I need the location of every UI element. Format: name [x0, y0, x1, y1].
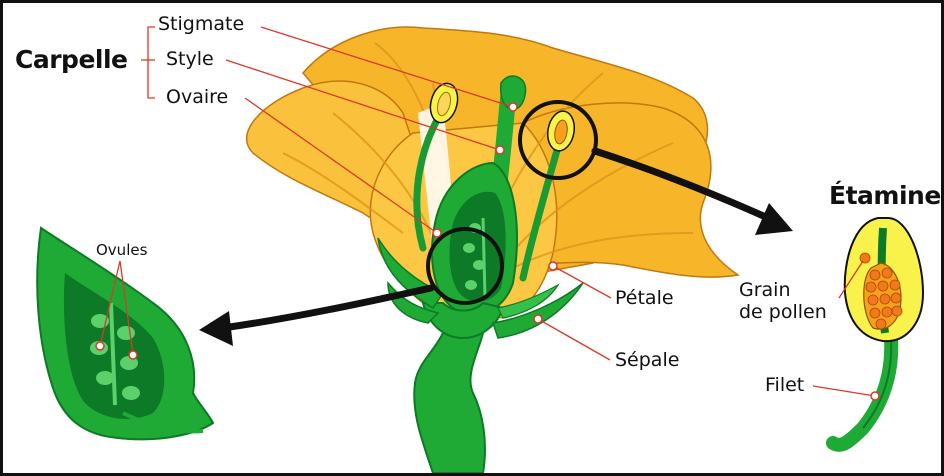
label-etamine: Étamine: [829, 183, 941, 208]
flower-diagram: [3, 3, 944, 476]
label-carpelle: Carpelle: [15, 47, 128, 72]
stamen-detail: [833, 218, 923, 445]
label-filet: Filet: [765, 376, 804, 395]
label-petale: Pétale: [615, 289, 674, 308]
stem: [414, 333, 485, 473]
label-stigmate: Stigmate: [158, 15, 244, 34]
filament: [833, 338, 891, 445]
label-grain-line2: de pollen: [739, 303, 827, 322]
label-grain-line1: Grain: [739, 281, 791, 300]
zoom-arrow-left: [199, 288, 431, 346]
label-style: Style: [166, 50, 214, 69]
label-ovaire: Ovaire: [166, 88, 228, 107]
carpel-detail: [37, 228, 213, 439]
label-ovules: Ovules: [96, 243, 147, 258]
label-sepale: Sépale: [615, 351, 679, 370]
